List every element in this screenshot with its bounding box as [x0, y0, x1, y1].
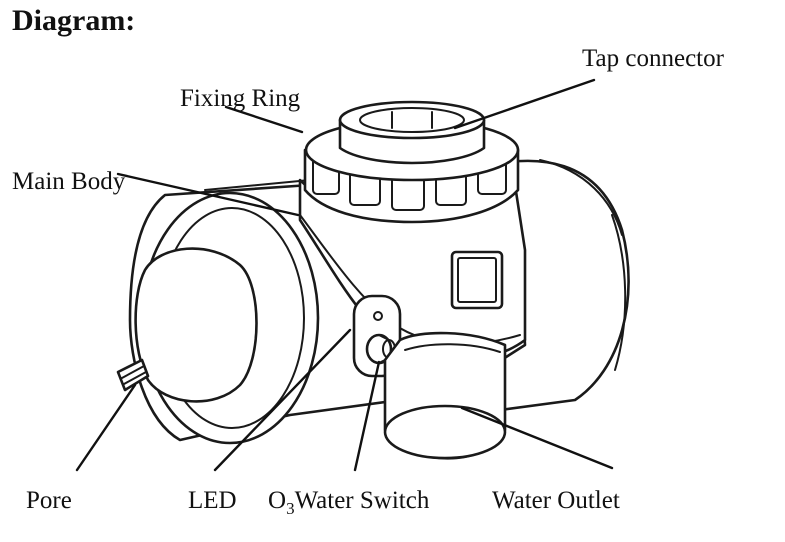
display-window-inner — [457, 257, 497, 303]
label-main-body: Main Body — [12, 168, 126, 195]
label-o3-water-switch: O3Water Switch — [268, 487, 430, 518]
label-pore: Pore — [26, 487, 72, 514]
outlet-spout-seam — [404, 343, 501, 353]
label-o3-prefix: O — [268, 487, 286, 514]
tap-connector — [304, 100, 520, 182]
led-light-icon — [373, 311, 383, 321]
label-water-outlet: Water Outlet — [492, 487, 620, 514]
leader-led — [213, 328, 352, 472]
leader-tap-connector — [453, 78, 596, 130]
leader-lines — [75, 78, 614, 472]
rear-housing-rim — [611, 214, 627, 371]
display-window — [450, 250, 504, 310]
label-fixing-ring: Fixing Ring — [180, 85, 301, 112]
outlet-spout-opening — [383, 404, 507, 460]
main-body-top-seam — [204, 179, 311, 191]
label-o3-subscript: 3 — [286, 499, 295, 518]
leader-pore — [75, 383, 137, 472]
leader-water-outlet — [460, 406, 614, 470]
label-o3-suffix: Water Switch — [295, 487, 430, 514]
diagram-heading: Diagram: — [12, 4, 135, 37]
pore-nozzle — [116, 358, 150, 392]
leader-fixing-ring — [224, 105, 304, 134]
label-led: LED — [188, 487, 237, 514]
water-purifier-illustration — [116, 100, 630, 460]
end-cap-face — [134, 247, 258, 403]
o3-switch-button-icon — [365, 333, 396, 365]
leader-main-body — [116, 172, 300, 217]
rear-housing-edge — [539, 159, 623, 236]
label-tap-connector: Tap connector — [582, 45, 725, 72]
leader-o3-switch — [353, 360, 381, 472]
